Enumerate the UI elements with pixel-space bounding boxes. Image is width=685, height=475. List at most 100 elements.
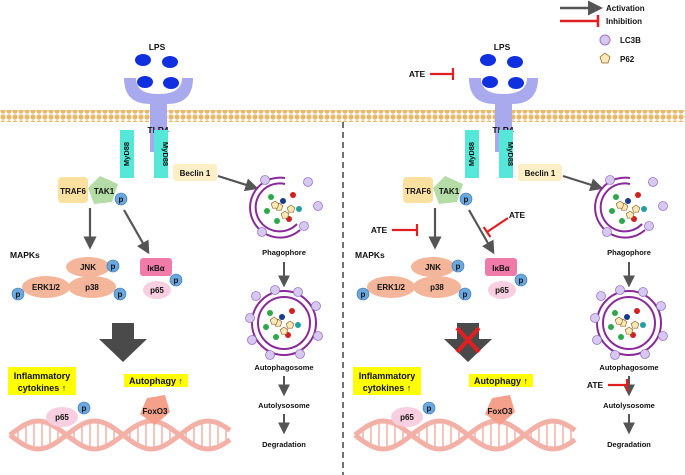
erk-ellipse [22, 276, 70, 298]
autophagosome-cargo-icon [634, 308, 640, 314]
lps-molecule-icon [135, 54, 151, 66]
arrow-to-ikba [468, 209, 495, 255]
inhibition-bar [482, 226, 492, 238]
autophagosome-inner [602, 296, 656, 350]
dna-strand-b [353, 418, 577, 452]
legend-activation: Activation [606, 4, 645, 13]
inhibition-line [486, 217, 509, 233]
autophagosome-label: Autophagosome [599, 363, 658, 372]
tak1-label: TAK1 [439, 187, 460, 196]
p38-ellipse [413, 276, 461, 298]
jnk-phospho-icon [451, 259, 465, 273]
p62-icon [280, 210, 290, 219]
p62-icon [270, 200, 280, 209]
p62-icon [286, 204, 296, 213]
phagophore [594, 175, 668, 239]
autophagosome-cargo-icon [273, 334, 279, 340]
autophagosome-cargo-icon [279, 314, 285, 320]
autolysosome-label: Autolysosome [258, 401, 310, 410]
block-cross-b [455, 326, 481, 354]
p38-phospho-icon [113, 287, 127, 301]
autophagosome-cargo-icon [608, 324, 614, 330]
degradation-label: Degradation [607, 440, 651, 449]
lc3b-icon [270, 285, 280, 295]
erk-label: ERK1/2 [32, 283, 61, 292]
lc3b-icon [648, 177, 658, 187]
panel-lps-with-ate: LPSTLR4MyD88MyD88Beclin 1TRAF6TAK1pMAPKs… [353, 42, 668, 452]
traf6-label: TRAF6 [405, 187, 431, 196]
lc3b-icon [293, 287, 303, 297]
ate-label-autolysosome: ATE [587, 380, 604, 390]
lc3b-icon [257, 227, 267, 237]
p65-dna-label: p65 [55, 413, 69, 422]
traf6-box [403, 177, 433, 203]
autophagosome-cargo-icon [267, 310, 273, 316]
ikba-label: IκBα [492, 264, 509, 273]
autophagy-label: Autophagy ↑ [474, 376, 528, 386]
p65-dna-ellipse [46, 407, 78, 427]
phospho-label: p [111, 262, 116, 271]
autophagosome-cargo-icon [618, 334, 624, 340]
jnk-phospho-icon [106, 259, 120, 273]
phagophore-cargo-icon [280, 198, 286, 204]
lc3b-icon [658, 331, 668, 341]
p62-icon [269, 316, 279, 325]
ate-inhibit-receptor [430, 68, 455, 80]
autophagosome-cargo-icon [289, 308, 295, 314]
tak1-shape [433, 176, 463, 204]
lps-label: LPS [149, 42, 166, 52]
dna-helix [353, 418, 577, 452]
autophagy-highlight [469, 374, 533, 387]
lc3b-icon [313, 201, 323, 211]
arrow-to-ikba [123, 209, 150, 255]
autolysosome-label: Autolysosome [603, 401, 655, 410]
lc3b-icon [295, 349, 305, 359]
foxo3-label: FoxO3 [143, 407, 168, 416]
ikba-phospho-icon [514, 273, 528, 287]
dna-strand-a [8, 418, 232, 452]
ikba-label: IκBα [147, 264, 164, 273]
inflammatory-highlight [353, 367, 421, 395]
myd88-left [465, 130, 479, 178]
p65-label: p65 [495, 286, 509, 295]
phospho-label: p [519, 276, 524, 285]
legend: Activation Inhibition LC3B P62 [560, 0, 645, 64]
lps-molecule-icon [137, 76, 153, 88]
lc3b-icon [592, 335, 602, 345]
lps-molecule-icon [508, 77, 524, 89]
degradation-label: Degradation [262, 440, 306, 449]
erk-ellipse [367, 276, 415, 298]
ikba-phospho-icon [169, 273, 183, 287]
lps-molecule-icon [507, 56, 523, 68]
lc3b-icon [605, 175, 615, 185]
myd88-right [499, 130, 513, 178]
phagophore-cargo-icon [619, 218, 625, 224]
autophagosome-inner [257, 296, 311, 350]
phospho-label: p [463, 290, 468, 299]
lps-molecule-icon [162, 56, 178, 68]
phagophore-label: Phagophore [262, 248, 306, 257]
ikba-box [140, 258, 172, 276]
lc3b-icon [615, 285, 625, 295]
phospho-label: p [361, 290, 366, 299]
dna-helix [8, 418, 232, 452]
tlr4-receptor [469, 78, 538, 152]
autophagosome-label: Autophagosome [254, 363, 313, 372]
autophagosome-cargo-icon [624, 314, 630, 320]
phagophore-cargo-icon [264, 208, 270, 214]
autophagosome-outer [251, 290, 317, 356]
arrow-beclin-to-phagophore [562, 174, 604, 192]
p62-icon [599, 52, 611, 64]
p65-dna-phospho-icon [77, 401, 91, 415]
lc3b-icon [658, 201, 668, 211]
lc3b-icon [644, 221, 654, 231]
lc3b-icon [638, 287, 648, 297]
beclin-label: Beclin 1 [180, 169, 211, 178]
myd88-right-label: MyD88 [161, 142, 170, 166]
erk-label: ERK1/2 [377, 283, 406, 292]
traf6-label: TRAF6 [60, 187, 86, 196]
legend-p62: P62 [620, 55, 635, 64]
beclin-box [173, 164, 217, 181]
p62-icon [279, 326, 289, 335]
inflammatory-highlight [8, 367, 76, 395]
